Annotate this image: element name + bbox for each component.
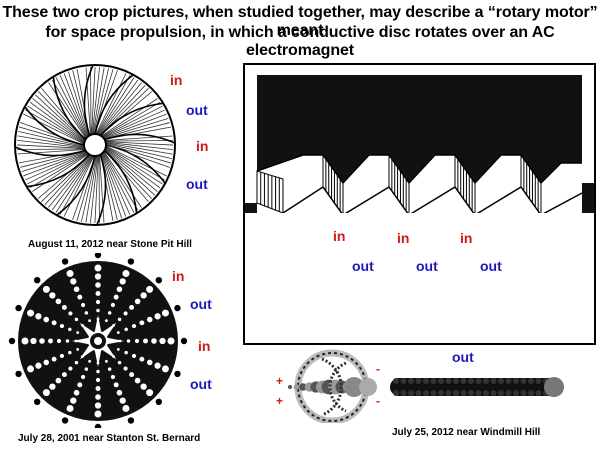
label-in-7: in [460, 230, 473, 246]
caption-stone-pit-hill: August 11, 2012 near Stone Pit Hill [28, 239, 192, 250]
label-in-2: in [196, 138, 209, 154]
stone-pit-disc-figure [14, 64, 176, 226]
label-out-4: out [190, 376, 212, 392]
label-out-3: out [190, 296, 212, 312]
label-out-7: out [480, 258, 502, 274]
label-out-5: out [352, 258, 374, 274]
label-out-8: out [452, 349, 474, 365]
label-out-6: out [416, 258, 438, 274]
label-in-3: in [172, 268, 185, 284]
caption-stanton-st-bernard: July 28, 2001 near Stanton St. Bernard [18, 433, 201, 444]
label-in-4: in [198, 338, 211, 354]
label-out-1: out [186, 102, 208, 118]
plus-sign-2: + [276, 394, 284, 408]
label-in-6: in [397, 230, 410, 246]
label-in-5: in [333, 228, 346, 244]
zigzag-electromagnet-diagram [243, 63, 596, 345]
plus-sign-1: + [276, 374, 284, 388]
windmill-hill-figure [288, 349, 564, 423]
stanton-disc-figure [8, 253, 188, 428]
caption-windmill-hill: July 25, 2012 near Windmill Hill [392, 427, 541, 438]
label-in-1: in [170, 72, 183, 88]
minus-sign-2: - [376, 394, 380, 408]
page-title-line-1: These two crop pictures, when studied to… [2, 4, 598, 39]
label-out-2: out [186, 176, 208, 192]
page-title-line-2: for space propulsion, in which a conduct… [45, 24, 555, 59]
minus-sign-1: - [376, 362, 380, 376]
